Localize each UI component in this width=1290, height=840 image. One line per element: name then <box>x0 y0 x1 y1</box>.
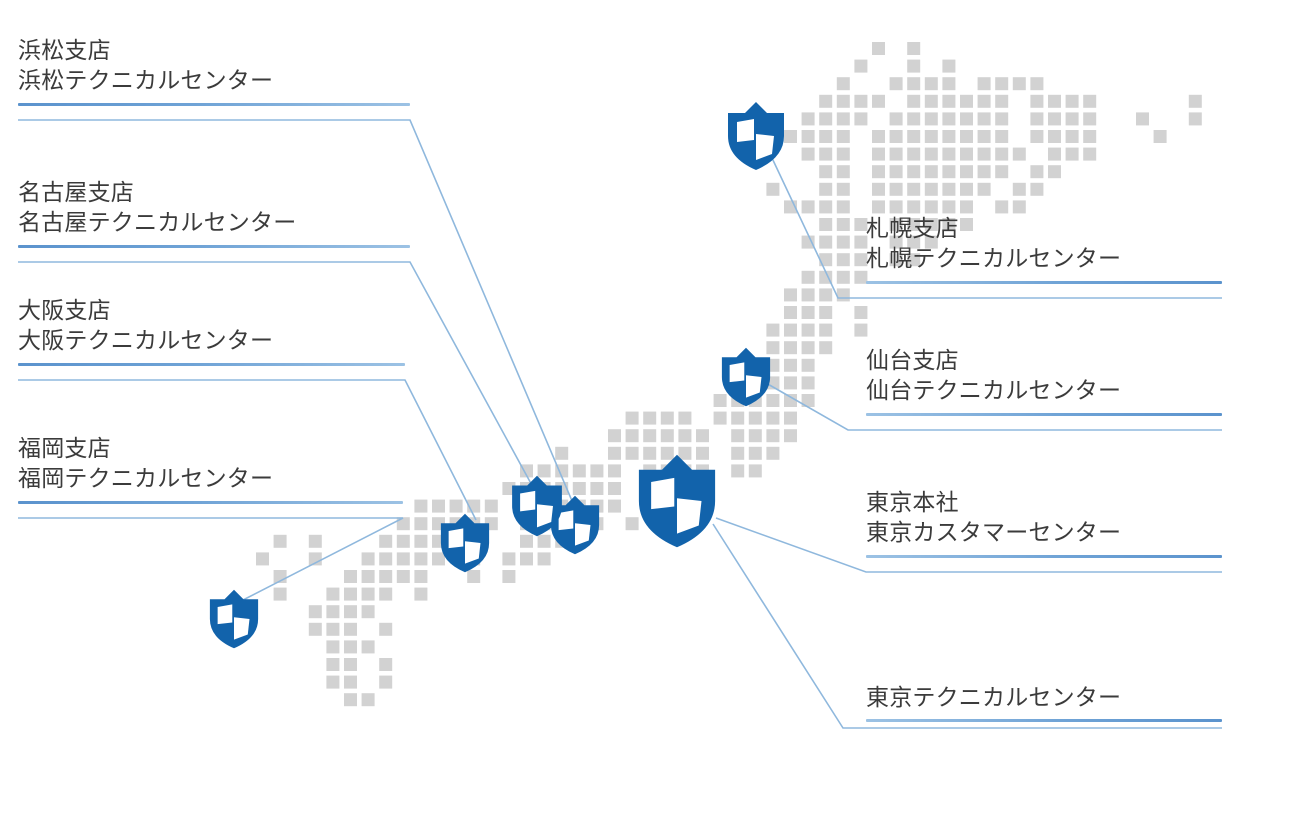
callout-sendai[interactable]: 仙台支店 仙台テクニカルセンター <box>866 346 1222 416</box>
callout-sapporo-line1: 札幌支店 <box>866 216 959 242</box>
callout-hamamatsu-line1: 浜松支店 <box>18 38 111 64</box>
callout-hamamatsu[interactable]: 浜松支店 浜松テクニカルセンター <box>18 36 410 106</box>
callout-tokyo-tc-rule <box>866 719 1222 723</box>
callout-osaka[interactable]: 大阪支店 大阪テクニカルセンター <box>18 296 405 366</box>
shield-pin-icon <box>638 454 716 548</box>
callout-fukuoka[interactable]: 福岡支店 福岡テクニカルセンター <box>18 434 403 504</box>
leader-line-nagoya <box>18 261 541 501</box>
callout-sendai-line1: 仙台支店 <box>866 348 959 374</box>
callout-tokyo-tc[interactable]: 東京テクニカルセンター <box>866 683 1222 723</box>
map-pin-hamamatsu[interactable] <box>547 494 603 556</box>
callout-sapporo-rule <box>866 280 1222 284</box>
callout-nagoya-line1: 名古屋支店 <box>18 180 134 206</box>
map-pin-fukuoka[interactable] <box>206 588 262 650</box>
callout-tokyo-hq[interactable]: 東京本社 東京カスタマーセンター <box>866 488 1222 558</box>
shield-pin-icon <box>550 495 600 555</box>
callout-tokyo-tc-line1: 東京テクニカルセンター <box>866 685 1122 711</box>
shield-pin-icon <box>209 589 259 649</box>
callout-sapporo-line2: 札幌テクニカルセンター <box>866 246 1122 273</box>
callout-fukuoka-line1: 福岡支店 <box>18 436 111 462</box>
callout-tokyo-hq-rule <box>866 554 1222 558</box>
callout-tokyo-hq-line1: 東京本社 <box>866 490 959 516</box>
callout-osaka-line1: 大阪支店 <box>18 298 111 324</box>
shield-pin-icon <box>728 102 784 170</box>
callout-sendai-line2: 仙台テクニカルセンター <box>866 378 1122 405</box>
map-pin-tokyo[interactable] <box>633 452 721 550</box>
leader-line-osaka <box>18 379 477 521</box>
callout-hamamatsu-line2: 浜松テクニカルセンター <box>18 68 274 95</box>
callout-tokyo-hq-line2: 東京カスタマーセンター <box>866 520 1122 547</box>
callout-fukuoka-rule <box>18 500 403 504</box>
shield-pin-icon <box>721 347 771 407</box>
map-pin-sapporo[interactable] <box>724 100 788 172</box>
callout-osaka-rule <box>18 362 405 366</box>
leader-line-sendai <box>765 382 1222 431</box>
callout-sendai-rule <box>866 412 1222 416</box>
callout-hamamatsu-rule <box>18 102 410 106</box>
callout-fukuoka-line2: 福岡テクニカルセンター <box>18 466 274 493</box>
leader-line-hamamatsu <box>18 119 579 516</box>
leader-line-fukuoka <box>18 517 404 601</box>
callout-nagoya[interactable]: 名古屋支店 名古屋テクニカルセンター <box>18 178 410 248</box>
leader-line-tokyo-tc <box>712 523 1222 729</box>
callout-osaka-line2: 大阪テクニカルセンター <box>18 328 274 355</box>
map-pin-osaka[interactable] <box>437 512 493 574</box>
leader-line-tokyo-hq <box>715 517 1222 573</box>
shield-pin-icon <box>512 475 562 537</box>
map-pin-nagoya[interactable] <box>508 474 566 538</box>
shield-pin-icon <box>440 513 490 573</box>
callout-nagoya-rule <box>18 244 410 248</box>
callout-nagoya-line2: 名古屋テクニカルセンター <box>18 210 297 237</box>
leader-line-sapporo <box>771 157 1222 299</box>
map-pin-sendai[interactable] <box>718 346 774 408</box>
callout-sapporo[interactable]: 札幌支店 札幌テクニカルセンター <box>866 214 1222 284</box>
